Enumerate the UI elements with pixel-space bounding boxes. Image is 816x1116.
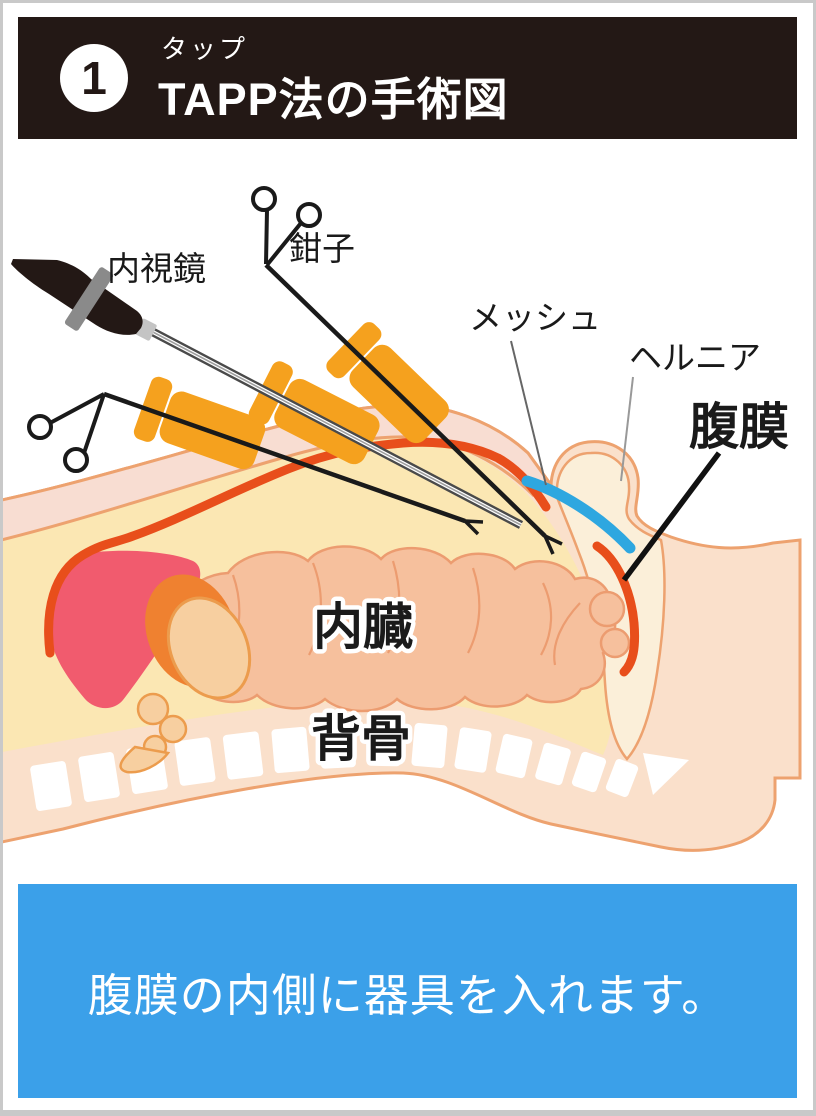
duodenum: [119, 692, 188, 774]
caption-text: 腹膜の内側に器具を入れます。: [87, 969, 728, 1021]
label-forceps: 鉗子: [289, 230, 355, 267]
endoscope: [11, 259, 524, 529]
hernia-leader-line: [620, 376, 634, 482]
mesh-strip: [521, 475, 636, 554]
spine-vertebrae: [30, 721, 689, 811]
page-title: TAPP法の手術図: [158, 74, 509, 125]
forceps-upper: [251, 186, 563, 555]
label-organs: 内臓: [313, 599, 413, 655]
step-number: 1: [81, 52, 107, 104]
caption-banner: 腹膜の内側に器具を入れます。: [18, 884, 797, 1098]
step-furigana: タップ: [161, 34, 249, 64]
surgery-illustration: 内視鏡 鉗子 メッシュ ヘルニア 腹膜 内臓 背骨: [3, 186, 802, 852]
forceps-left: [27, 391, 484, 536]
label-spine: 背骨: [311, 711, 411, 767]
stomach-tan: [166, 596, 252, 700]
label-mesh: メッシュ: [469, 299, 601, 336]
mesh-leader-line: [510, 340, 547, 486]
step-number-badge: 1: [60, 44, 128, 112]
step-header: 1 タップ TAPP法の手術図: [18, 17, 797, 139]
intestines: [168, 545, 631, 713]
peritoneum-line: [44, 437, 640, 677]
label-peritoneum: 腹膜: [689, 399, 789, 455]
peritoneum-leader-line: [621, 451, 722, 582]
endoscope-head: [11, 259, 143, 335]
sacrum: [643, 753, 689, 795]
label-endoscope: 内視鏡: [107, 250, 206, 287]
label-hernia: ヘルニア: [629, 339, 761, 376]
